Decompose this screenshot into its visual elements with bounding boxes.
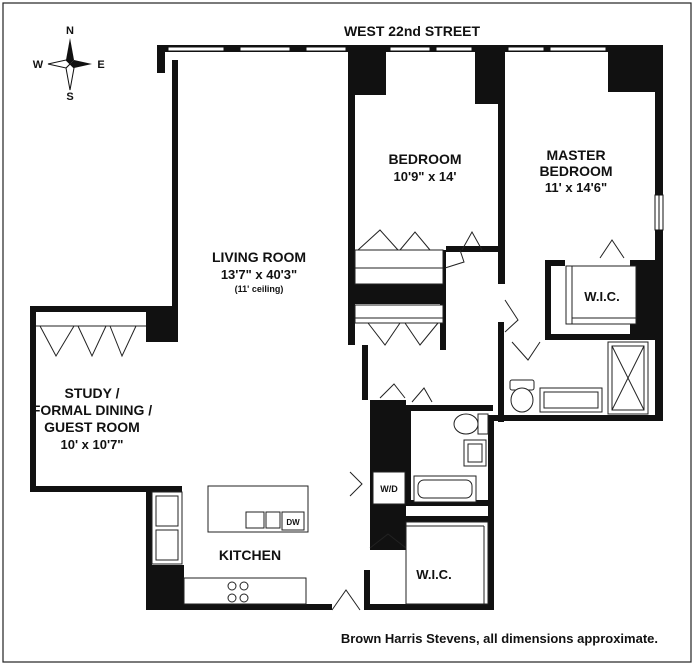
east-window bbox=[654, 194, 664, 231]
washer-dryer bbox=[349, 471, 406, 505]
hall-wic bbox=[369, 521, 489, 605]
study-dims: 10' x 10'7" bbox=[61, 437, 124, 452]
hall-bath bbox=[379, 383, 489, 503]
compass-s: S bbox=[66, 91, 73, 103]
living-room-note: (11' ceiling) bbox=[235, 284, 284, 294]
study-doors bbox=[36, 325, 146, 358]
walls bbox=[30, 45, 663, 610]
bedroom-closet bbox=[354, 229, 483, 346]
master-wic-label: W.I.C. bbox=[584, 289, 619, 304]
master-door bbox=[504, 239, 637, 361]
compass-w: W bbox=[33, 59, 44, 71]
footer-credit: Brown Harris Stevens, all dimensions app… bbox=[341, 631, 658, 646]
street-label: WEST 22nd STREET bbox=[344, 23, 481, 39]
north-windows bbox=[167, 46, 607, 52]
bedroom-name: BEDROOM bbox=[388, 151, 461, 167]
study-line-2: FORMAL DINING / bbox=[32, 402, 152, 418]
master-name-2: BEDROOM bbox=[539, 163, 612, 179]
study-line-3: GUEST ROOM bbox=[44, 419, 140, 435]
living-room-name: LIVING ROOM bbox=[212, 249, 306, 265]
washer-dryer-label: W/D bbox=[380, 484, 398, 494]
bedroom-dims: 10'9" x 14' bbox=[394, 169, 457, 184]
master-dims: 11' x 14'6" bbox=[545, 180, 607, 195]
master-bath bbox=[509, 341, 649, 415]
kitchen-fixtures bbox=[151, 485, 361, 611]
dishwasher-label: DW bbox=[286, 518, 300, 527]
compass-n: N bbox=[66, 25, 74, 37]
living-room-dims: 13'7" x 40'3" bbox=[221, 267, 297, 282]
kitchen-name: KITCHEN bbox=[219, 547, 281, 563]
master-name-1: MASTER bbox=[546, 147, 605, 163]
living-door bbox=[444, 249, 465, 269]
study-line-1: STUDY / bbox=[65, 385, 120, 401]
compass-rose-icon bbox=[47, 38, 92, 91]
hall-wic-label: W.I.C. bbox=[416, 567, 451, 582]
compass-e: E bbox=[97, 59, 104, 71]
